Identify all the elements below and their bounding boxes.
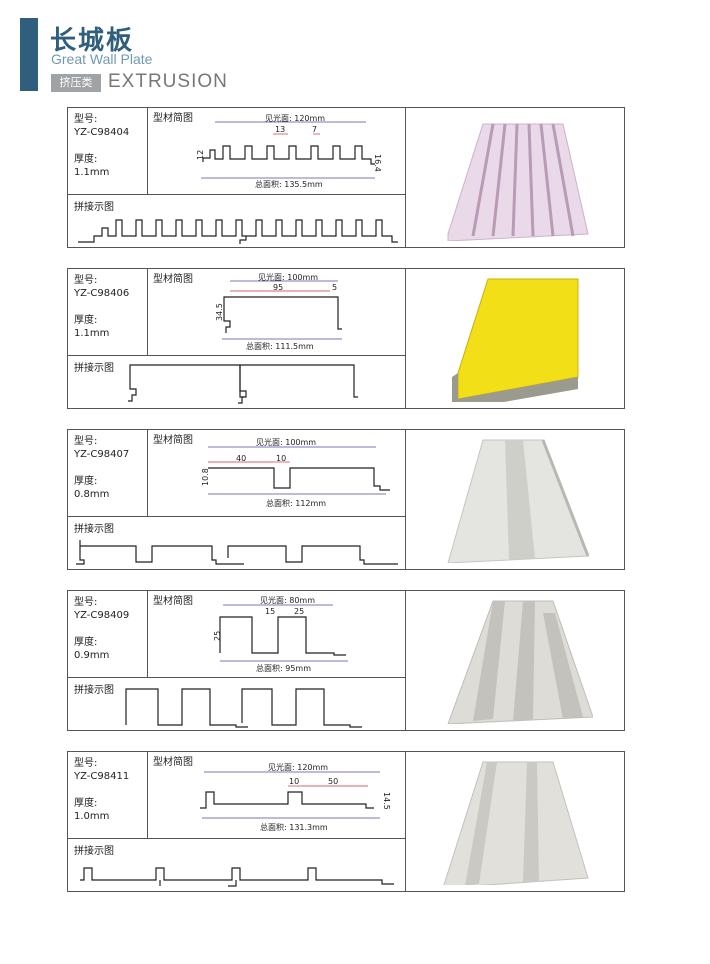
model-number: YZ-C98404 <box>74 127 130 138</box>
product-card-1: 型号: YZ-C98404 厚度: 1.1mm 型材简图 拼接示图 见光面: 1… <box>67 107 625 248</box>
profile-label: 型材简图 <box>153 757 193 768</box>
splice-diagram <box>125 688 362 728</box>
page-title: 长城板 <box>50 26 135 56</box>
profile-label: 型材简图 <box>153 274 193 285</box>
splice-label: 拼接示图 <box>74 524 114 535</box>
product-photo <box>443 760 593 885</box>
splice-diagram <box>78 219 398 244</box>
profile-diagram: 见光面: 120mm 10 50 14.5 总面积: 131.3mm <box>200 762 391 832</box>
product-card-2: 型号: YZ-C98406 厚度: 1.1mm 型材简图 拼接示图 见光面: 1… <box>67 268 625 409</box>
svg-text:50: 50 <box>328 777 338 786</box>
splice-label: 拼接示图 <box>74 363 114 374</box>
splice-diagram <box>128 364 358 404</box>
svg-text:15: 15 <box>265 607 275 616</box>
svg-text:16.4: 16.4 <box>373 154 382 172</box>
category-badge: 挤压类 <box>51 74 101 92</box>
product-photo <box>448 277 598 402</box>
svg-text:40: 40 <box>236 454 246 463</box>
model-number: YZ-C98406 <box>74 288 130 299</box>
thickness-value: 1.0mm <box>74 811 110 822</box>
product-card-4: 型号: YZ-C98409 厚度: 0.9mm 型材简图 拼接示图 见光面: 8… <box>67 590 625 731</box>
svg-text:总面积: 111.5mm: 总面积: 111.5mm <box>246 341 314 351</box>
category-english: EXTRUSION <box>108 71 228 92</box>
splice-label: 拼接示图 <box>74 202 114 213</box>
svg-text:见光面: 100mm: 见光面: 100mm <box>258 272 318 282</box>
svg-text:7: 7 <box>312 125 317 134</box>
svg-text:13: 13 <box>275 125 285 134</box>
svg-text:见光面: 120mm: 见光面: 120mm <box>268 762 328 772</box>
product-card-3: 型号: YZ-C98407 厚度: 0.8mm 型材简图 拼接示图 见光面: 1… <box>67 429 625 570</box>
model-label: 型号: <box>74 114 98 125</box>
thickness-label: 厚度: <box>74 476 98 487</box>
splice-label: 拼接示图 <box>74 846 114 857</box>
thickness-label: 厚度: <box>74 315 98 326</box>
svg-text:14.5: 14.5 <box>382 792 391 810</box>
product-card-5: 型号: YZ-C98411 厚度: 1.0mm 型材简图 拼接示图 见光面: 1… <box>67 751 625 892</box>
model-label: 型号: <box>74 758 98 769</box>
svg-text:25: 25 <box>213 631 222 641</box>
svg-text:见光面: 80mm: 见光面: 80mm <box>260 595 315 605</box>
thickness-value: 0.9mm <box>74 650 110 661</box>
profile-label: 型材简图 <box>153 113 193 124</box>
header-accent-bar <box>20 18 38 91</box>
profile-diagram: 见光面: 100mm 40 10 10.8 总面积: 112mm <box>201 437 390 508</box>
thickness-label: 厚度: <box>74 798 98 809</box>
svg-text:12: 12 <box>196 150 205 160</box>
svg-text:25: 25 <box>294 607 304 616</box>
product-photo <box>443 116 593 241</box>
splice-diagram <box>80 867 394 887</box>
svg-text:95: 95 <box>273 283 283 292</box>
svg-text:见光面: 100mm: 见光面: 100mm <box>256 437 316 447</box>
profile-diagram: 见光面: 80mm 15 25 25 总面积: 95mm <box>213 595 348 673</box>
profile-diagram: 见光面: 120mm 13 7 12 16.4 总面积: 135.5mm <box>196 113 382 189</box>
thickness-value: 1.1mm <box>74 167 110 178</box>
svg-text:见光面: 120mm: 见光面: 120mm <box>265 113 325 123</box>
profile-label: 型材简图 <box>153 596 193 607</box>
svg-text:10: 10 <box>276 454 286 463</box>
splice-diagram <box>76 540 398 565</box>
product-photo <box>443 438 593 563</box>
svg-text:10: 10 <box>289 777 299 786</box>
splice-label: 拼接示图 <box>74 685 114 696</box>
svg-text:34.5: 34.5 <box>215 303 224 321</box>
page-subtitle: Great Wall Plate <box>51 51 153 67</box>
model-label: 型号: <box>74 436 98 447</box>
thickness-label: 厚度: <box>74 637 98 648</box>
profile-label: 型材简图 <box>153 435 193 446</box>
svg-text:总面积: 112mm: 总面积: 112mm <box>266 498 326 508</box>
thickness-label: 厚度: <box>74 154 98 165</box>
model-label: 型号: <box>74 275 98 286</box>
thickness-value: 0.8mm <box>74 489 110 500</box>
model-number: YZ-C98409 <box>74 610 130 621</box>
model-number: YZ-C98411 <box>74 771 130 782</box>
thickness-value: 1.1mm <box>74 328 110 339</box>
svg-text:总面积: 131.3mm: 总面积: 131.3mm <box>260 822 328 832</box>
svg-text:5: 5 <box>332 283 337 292</box>
model-number: YZ-C98407 <box>74 449 130 460</box>
profile-diagram: 见光面: 100mm 95 5 34.5 总面积: 111.5mm <box>215 272 342 351</box>
svg-text:总面积: 135.5mm: 总面积: 135.5mm <box>255 179 323 189</box>
model-label: 型号: <box>74 597 98 608</box>
product-photo <box>443 599 593 724</box>
svg-text:总面积: 95mm: 总面积: 95mm <box>256 663 311 673</box>
svg-text:10.8: 10.8 <box>201 468 210 486</box>
